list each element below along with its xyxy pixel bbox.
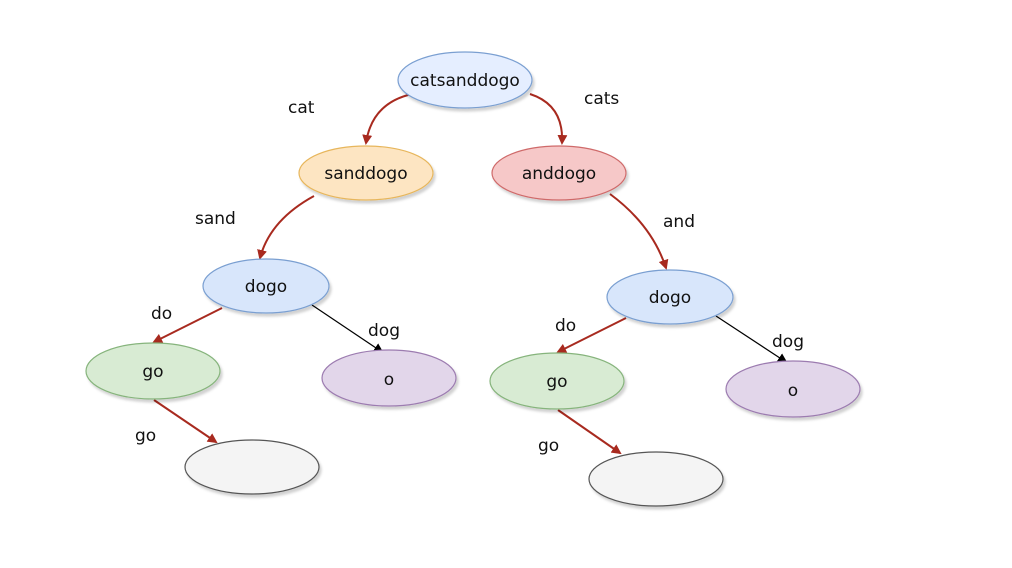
nodes: catsanddogo sanddogo anddogo dogo dogo g…: [85, 51, 861, 507]
node-sanddogo-label: sanddogo: [324, 164, 407, 184]
node-sanddogo: sanddogo: [298, 145, 434, 201]
node-o-left-shape: [321, 349, 457, 407]
node-anddogo: anddogo: [491, 145, 627, 201]
node-go-right: go: [489, 352, 625, 410]
edge-label-do-left: do: [151, 304, 172, 324]
node-dogo-left: dogo: [202, 258, 330, 314]
edge-label-sand: sand: [195, 209, 236, 229]
node-root-label: catsanddogo: [410, 71, 520, 91]
edge-dogo-right-to-go-right: [556, 317, 627, 353]
node-root-shape: [397, 51, 533, 109]
node-o-right-label: o: [788, 381, 798, 401]
node-anddogo-label: anddogo: [522, 164, 596, 184]
node-empty-right-shape: [588, 451, 724, 507]
edges: [152, 93, 788, 455]
node-dogo-left-shape: [202, 258, 330, 314]
edge-go-right-to-empty-right: [557, 409, 622, 455]
edge-root-to-anddogo: [529, 93, 568, 145]
edge-dogo-left-to-go-left: [152, 307, 223, 343]
edge-label-dog-left: dog: [368, 321, 400, 341]
edge-go-left-to-empty-left: [153, 399, 218, 444]
node-root: catsanddogo: [397, 51, 533, 109]
edge-label-go-left: go: [135, 426, 156, 446]
node-go-left: go: [85, 342, 221, 400]
node-go-right-label: go: [546, 372, 567, 392]
edge-labels: cat cats sand and do dog do dog go go: [135, 89, 804, 456]
edge-dogo-right-to-o-right: [715, 315, 788, 364]
node-dogo-right: dogo: [606, 269, 734, 325]
node-o-right: o: [725, 360, 861, 418]
edge-label-dog-right: dog: [772, 332, 804, 352]
edge-root-to-sanddogo: [362, 93, 413, 145]
node-go-left-shape: [85, 342, 221, 400]
edge-sanddogo-to-dogo-left: [257, 195, 315, 260]
node-dogo-right-label: dogo: [649, 288, 691, 308]
node-go-left-label: go: [142, 362, 163, 382]
edge-anddogo-to-dogo-right: [609, 193, 669, 270]
node-go-right-shape: [489, 352, 625, 410]
node-dogo-right-shape: [606, 269, 734, 325]
node-o-right-shape: [725, 360, 861, 418]
edge-label-go-right: go: [538, 436, 559, 456]
edge-dogo-left-to-o-left: [311, 304, 384, 354]
node-empty-left: [184, 439, 320, 495]
node-empty-left-shape: [184, 439, 320, 495]
node-empty-right: [588, 451, 724, 507]
node-sanddogo-shape: [298, 145, 434, 201]
node-o-left: o: [321, 349, 457, 407]
node-o-left-label: o: [384, 370, 394, 390]
node-anddogo-shape: [491, 145, 627, 201]
node-dogo-left-label: dogo: [245, 277, 287, 297]
edge-label-cats: cats: [584, 89, 619, 109]
edge-label-cat: cat: [288, 98, 315, 118]
edge-label-do-right: do: [555, 316, 576, 336]
edge-label-and: and: [663, 212, 695, 232]
